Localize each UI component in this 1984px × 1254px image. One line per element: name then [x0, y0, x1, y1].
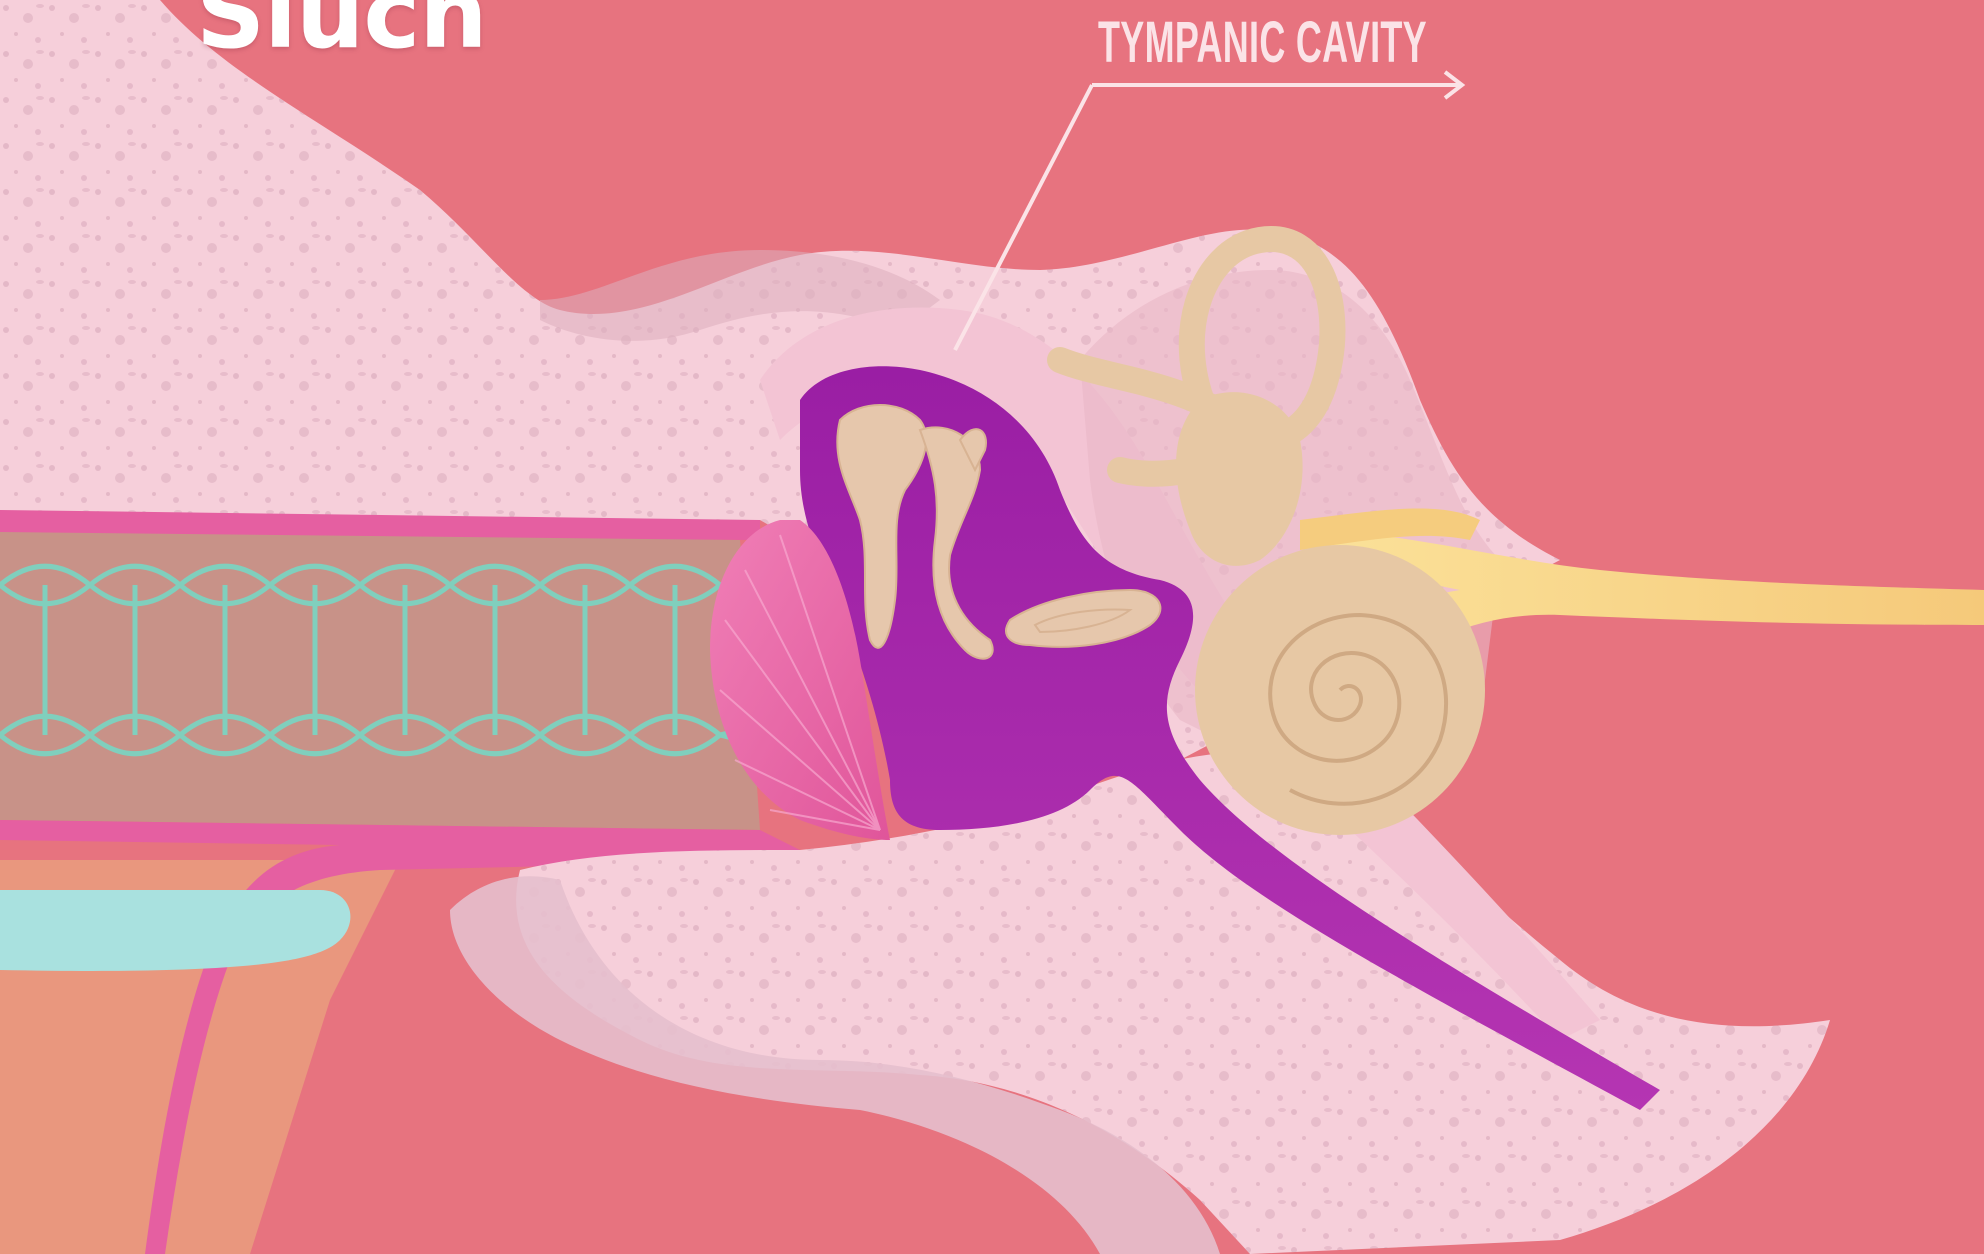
title: Sluch [196, 0, 487, 62]
cochlea [1195, 545, 1485, 835]
tympanic-cavity-label: TYMPANIC CAVITY [1098, 14, 1427, 72]
